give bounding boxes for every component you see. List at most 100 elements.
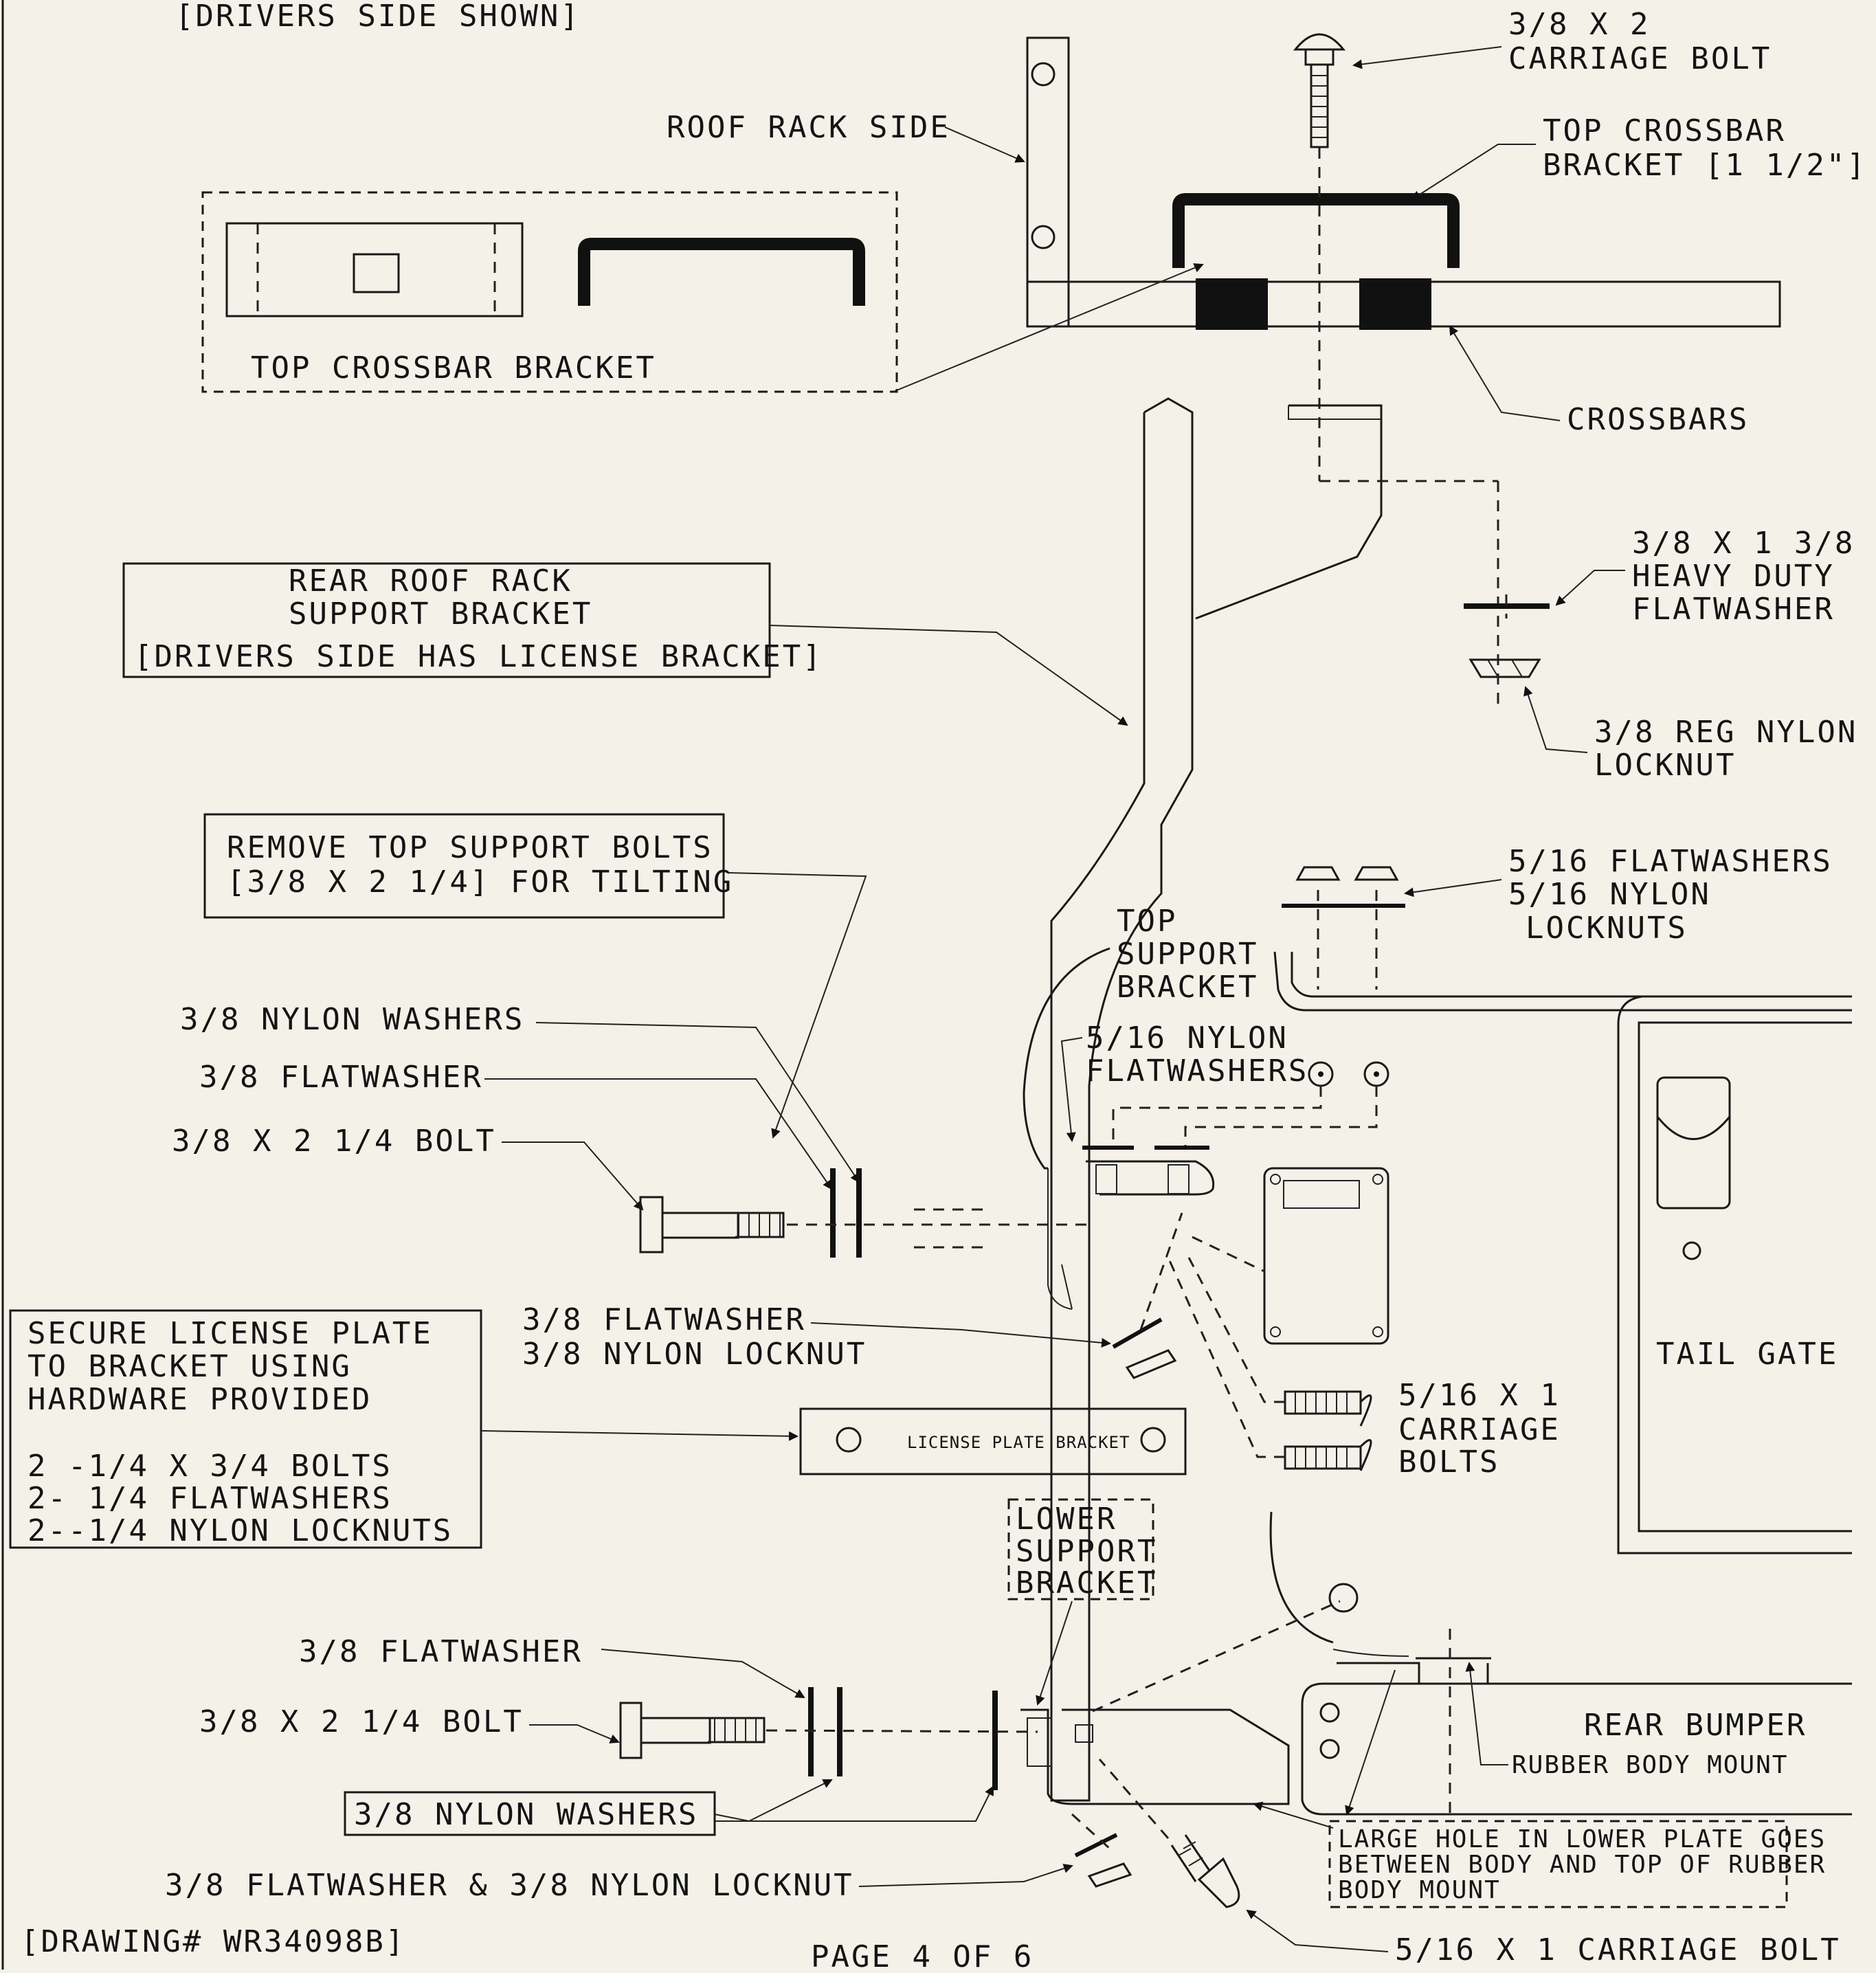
reg-locknut-label-1: 3/8 REG NYLON <box>1594 715 1857 750</box>
carriage-bolt-size-label: 3/8 X 2 <box>1508 7 1650 42</box>
lower-bolt-leader <box>529 1724 620 1743</box>
rubber-mount-leader <box>1465 1662 1508 1765</box>
large-hole-label-3: BODY MOUNT <box>1338 1876 1501 1904</box>
license-bracket-hole-right <box>1140 1427 1166 1453</box>
carriage-bolt-label: CARRIAGE BOLT <box>1508 41 1772 76</box>
large-hole-label-1: LARGE HOLE IN LOWER PLATE GOES <box>1338 1825 1826 1853</box>
lower-bolt-label: 3/8 X 2 1/4 BOLT <box>199 1704 524 1739</box>
lower-nylon-washers-leader-1 <box>714 1779 833 1822</box>
crossbars <box>1196 278 1431 330</box>
lower-flat-locknut-label: 3/8 FLATWASHER & 3/8 NYLON LOCKNUT <box>165 1868 854 1903</box>
rear-support-label-3: [DRIVERS SIDE HAS LICENSE BRACKET] <box>134 639 823 674</box>
lower-support-label-3: BRACKET <box>1016 1565 1157 1601</box>
roof-rack-side-label: ROOF RACK SIDE <box>667 110 950 145</box>
carriage-516-label-2: CARRIAGE <box>1398 1412 1561 1447</box>
top-support-label-1: TOP <box>1117 904 1177 939</box>
mid-locknut-label: 3/8 NYLON LOCKNUT <box>522 1337 867 1372</box>
heavy-flatwasher-leader <box>1555 570 1625 606</box>
license-label-6: 2--1/4 NYLON LOCKNUTS <box>27 1513 453 1548</box>
license-plate-bracket <box>799 1407 1187 1475</box>
remove-bolts-callout-box <box>203 813 725 919</box>
lower-nylon-washers-leader-2 <box>715 1785 994 1822</box>
top-crossbar-bracket-label: TOP CROSSBAR <box>1543 113 1786 148</box>
large-hole-label-2: BETWEEN BODY AND TOP OF RUBBER <box>1338 1851 1826 1879</box>
upper-nylon-washers-label: 3/8 NYLON WASHERS <box>180 1002 524 1037</box>
mid-flatwasher-leader <box>810 1322 1111 1348</box>
lower-flatwasher-label: 3/8 FLATWASHER <box>299 1634 583 1669</box>
carriage-bolt-icon <box>1293 33 1346 148</box>
inset-leader <box>893 263 1204 392</box>
large-hole-leader-up <box>1345 1669 1396 1816</box>
upper-bolt-label: 3/8 X 2 1/4 BOLT <box>172 1124 496 1159</box>
drawing-number-label: [DRAWING# WR34098B] <box>21 1924 405 1959</box>
crossbars-label: CROSSBARS <box>1567 402 1749 437</box>
rear-bumper <box>1301 1629 1852 1816</box>
bottom-carriage-bolt-icon <box>1098 1759 1240 1908</box>
heavy-flatwasher-label-3: FLATWASHER <box>1632 592 1835 627</box>
license-label-1: SECURE LICENSE PLATE <box>27 1316 433 1351</box>
lower-hex-bolt-icon <box>619 1702 766 1759</box>
top-support-label-2: SUPPORT <box>1117 937 1258 972</box>
top-crossbar-bracket-size-label: BRACKET [1 1/2"] <box>1543 148 1867 183</box>
license-label-4: 2 -1/4 X 3/4 BOLTS <box>27 1449 392 1484</box>
rear-support-label-1: REAR ROOF RACK <box>289 564 572 599</box>
flat-516-nylon-leader <box>1060 1037 1083 1142</box>
large-hole-callout-box <box>1328 1820 1788 1908</box>
top-support-label-3: BRACKET <box>1117 970 1258 1005</box>
license-plate-mount-plate <box>1192 1167 1389 1345</box>
lower-flat-locknut-leader <box>858 1864 1073 1887</box>
heavy-duty-flatwasher-icon <box>1464 594 1550 618</box>
lower-washers-icon <box>808 1687 998 1790</box>
mid-flatwasher-locknut-icon <box>1112 1212 1183 1379</box>
lower-bolt-axis <box>766 1729 1038 1733</box>
flatwasher-516-icons <box>1282 866 1405 990</box>
upper-flatwasher-label: 3/8 FLATWASHER <box>199 1060 483 1095</box>
inset-detail-box <box>201 191 898 393</box>
license-label-3: HARDWARE PROVIDED <box>27 1382 372 1417</box>
rubber-body-mount-label: RUBBER BODY MOUNT <box>1512 1751 1788 1779</box>
inset-top-crossbar-bracket-label: TOP CROSSBAR BRACKET <box>251 350 656 386</box>
rear-support-callout-box <box>122 562 771 678</box>
drivers-side-shown-label: [DRIVERS SIDE SHOWN] <box>175 0 581 34</box>
rear-bumper-label: REAR BUMPER <box>1584 1708 1807 1743</box>
license-callout-box <box>9 1309 482 1549</box>
carriage-bolt-leader <box>1352 46 1502 69</box>
bottom-carriage-bolt-leader <box>1246 1909 1389 1952</box>
upper-flatwasher-leader <box>484 1078 833 1190</box>
tail-gate-label: TAIL GATE <box>1656 1337 1838 1372</box>
large-hole-leader-left <box>1253 1801 1334 1829</box>
upper-hex-bolt-icon <box>639 1196 785 1253</box>
rear-support-label-2: SUPPORT BRACKET <box>289 597 592 632</box>
crossbars-leader <box>1449 325 1561 421</box>
mid-flatwasher-label: 3/8 FLATWASHER <box>522 1302 806 1337</box>
rear-support-leader <box>769 625 1128 726</box>
license-bracket-hole-left <box>836 1427 862 1453</box>
lower-support-callout-box <box>1007 1498 1154 1601</box>
license-plate-bracket-label: LICENSE PLATE BRACKET <box>907 1433 1130 1452</box>
top-crossbar-bracket-leader <box>1411 144 1536 201</box>
top-crossbar-bracket-shape <box>1172 193 1460 268</box>
carriage-bolts-516-icons <box>1167 1257 1372 1471</box>
top-support-bracket <box>1023 947 1852 1310</box>
rear-support-bracket <box>1050 397 1383 1802</box>
lower-support-label-2: SUPPORT <box>1016 1534 1157 1569</box>
heavy-flatwasher-size-label: 3/8 X 1 3/8 <box>1632 526 1855 561</box>
lower-nylon-washers-box <box>344 1791 716 1836</box>
lower-flatwasher-locknut-icon <box>1071 1813 1132 1888</box>
lower-support-leader <box>1036 1601 1073 1706</box>
bottom-carriage-bolt-label: 5/16 X 1 CARRIAGE BOLT <box>1395 1932 1841 1968</box>
flat-516-nylon-label-1: 5/16 NYLON <box>1086 1021 1288 1056</box>
lower-support-bracket <box>1020 1511 1359 1805</box>
flat-516-label-3: LOCKNUTS <box>1526 911 1688 946</box>
upper-washers-icon <box>830 1168 862 1258</box>
carriage-516-label-1: 5/16 X 1 <box>1398 1378 1561 1413</box>
tail-gate <box>1617 995 1852 1554</box>
top-crossbar-bracket-profile <box>578 238 865 306</box>
license-label-2: TO BRACKET USING <box>27 1349 352 1384</box>
license-callout-leader <box>480 1430 799 1441</box>
carriage-516-label-3: BOLTS <box>1398 1445 1499 1480</box>
reg-nylon-locknut-icon <box>1469 658 1541 678</box>
lower-support-label-1: LOWER <box>1016 1502 1117 1537</box>
upper-bolt-leader <box>502 1141 644 1211</box>
